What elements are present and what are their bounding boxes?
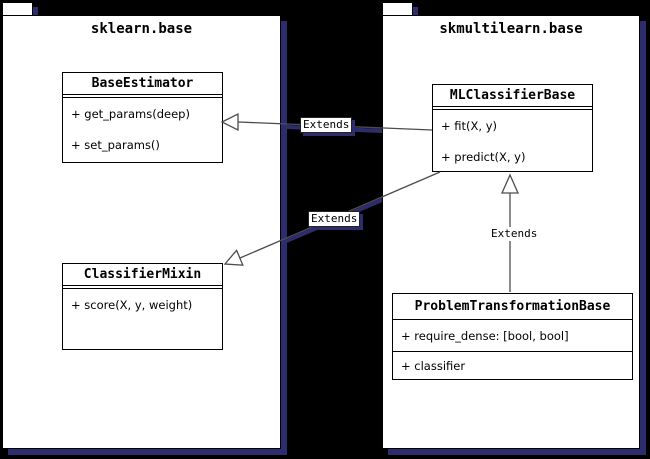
package-tab-skmultilearn-base	[382, 2, 413, 16]
package-title: skmultilearn.base	[439, 21, 583, 37]
class-member: + set_params()	[71, 138, 160, 152]
class-member: + fit(X, y)	[441, 119, 498, 133]
class-name: ClassifierMixin	[63, 264, 222, 286]
class-member: + score(X, y, weight)	[71, 298, 193, 312]
extends-label: Extends	[300, 117, 353, 133]
extends-label: Extends	[308, 211, 361, 227]
class-member: + predict(X, y)	[441, 150, 526, 164]
class-member: + get_params(deep)	[71, 107, 190, 121]
compartment-divider	[63, 286, 222, 289]
compartment-divider	[433, 107, 592, 110]
class-box-baseestimator: BaseEstimator + get_params(deep) + set_p…	[62, 72, 223, 163]
class-box-mlclassifierbase: MLClassifierBase + fit(X, y) + predict(X…	[432, 84, 593, 172]
package-title: sklearn.base	[90, 21, 193, 37]
class-name: MLClassifierBase	[433, 85, 592, 107]
package-tab-sklearn-base	[2, 2, 33, 16]
class-box-problemtransformationbase: ProblemTransformationBase + require_dens…	[392, 293, 633, 380]
extends-label: Extends	[489, 227, 540, 241]
class-name: BaseEstimator	[63, 73, 222, 95]
class-member: + classifier	[401, 359, 466, 373]
class-name: ProblemTransformationBase	[393, 294, 632, 320]
class-box-classifiermixin: ClassifierMixin + score(X, y, weight)	[62, 263, 223, 350]
class-member: + require_dense: [bool, bool]	[393, 320, 632, 352]
compartment-divider	[63, 95, 222, 98]
